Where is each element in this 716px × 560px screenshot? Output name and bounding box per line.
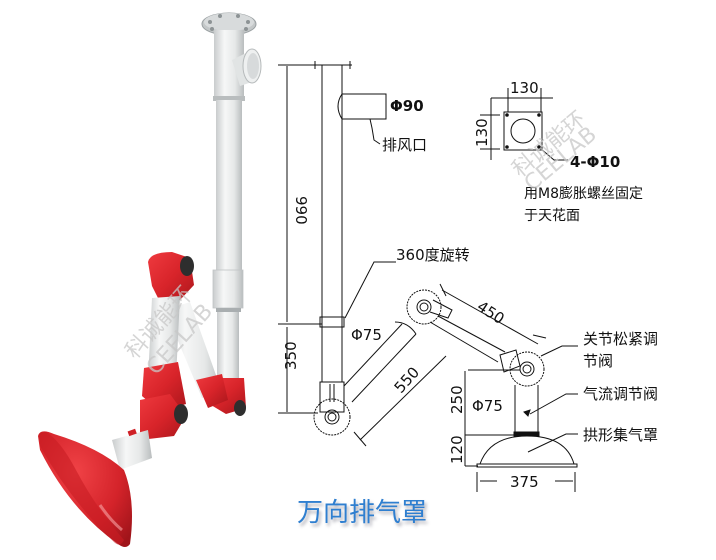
callout-airflow: 气流调节阀 (583, 385, 658, 403)
plate-note-1: 用M8膨胀螺丝固定 (524, 185, 643, 202)
product-photo: 科诚能环 CEELAB (38, 12, 262, 547)
collection-hood (38, 431, 132, 547)
hood-knob (174, 404, 188, 424)
dim-250: 250 (448, 385, 466, 414)
telescopic-sleeve (212, 269, 244, 309)
outlet-diameter: Φ90 (390, 97, 424, 115)
plate-note-2: 于天花面 (524, 208, 580, 224)
plate-height: 130 (473, 118, 491, 147)
dim-120: 120 (448, 435, 466, 464)
callout-joint-2: 节阀 (583, 352, 613, 370)
hood-joint (140, 394, 186, 440)
page-title: 万向排气罩 (296, 498, 427, 528)
callout-hood: 拱形集气罩 (583, 426, 658, 444)
dim-450: 450 (474, 297, 508, 328)
plate-width: 130 (510, 79, 539, 97)
dim-550: 550 (391, 363, 424, 396)
dim-350: 350 (282, 341, 300, 370)
drawing-labels: Φ90 排风口 990 360度旋转 350 Φ75 550 450 250 Φ… (282, 79, 658, 491)
upper-arm (148, 296, 180, 380)
airflow-valve-handle (127, 428, 137, 437)
lower-knob (234, 400, 246, 416)
dim-375: 375 (510, 473, 539, 491)
vertical-pipe (216, 100, 242, 270)
rotation-label: 360度旋转 (396, 246, 470, 264)
ceiling-flange (201, 12, 257, 36)
technical-drawing (278, 61, 578, 492)
outlet-label: 排风口 (382, 136, 427, 154)
plate-holes: 4-Φ10 (570, 153, 620, 171)
neck-diameter: Φ75 (472, 397, 503, 415)
upper-knob (180, 256, 194, 276)
arm-diameter: Φ75 (351, 326, 382, 344)
dim-990: 990 (292, 196, 310, 225)
lower-arm (165, 302, 222, 398)
callout-joint-1: 关节松紧调 (583, 330, 658, 348)
